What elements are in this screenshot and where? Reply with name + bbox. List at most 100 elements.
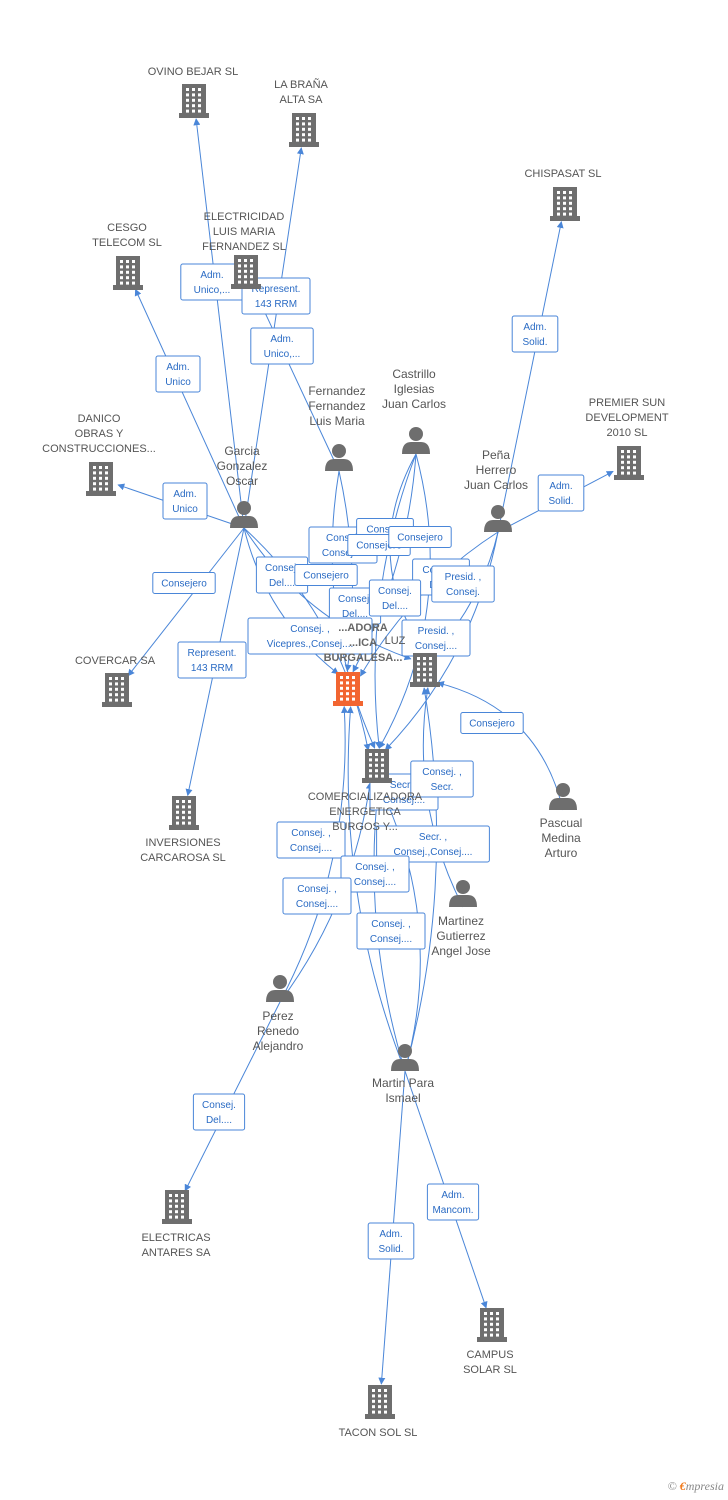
edge-label-text: Consej.... — [415, 641, 457, 652]
edge-label-garcia-danico[interactable]: Adm.Unico — [162, 482, 208, 520]
node-label-line: Pascual — [540, 816, 583, 830]
edge-label-e14[interactable]: Consej. ,Secr. — [410, 760, 474, 798]
edge-label-pascual-luz[interactable]: Consejero — [460, 712, 524, 734]
building-icon — [169, 796, 199, 830]
node-label-line: Martin Para — [372, 1076, 434, 1090]
building-icon — [162, 1190, 192, 1224]
edge-label-text: Consej.... — [290, 843, 332, 854]
company-node-covercar[interactable]: COVERCAR SA — [75, 655, 156, 707]
edge-label-fernandez-electricidad[interactable]: Adm.Unico,... — [250, 327, 314, 365]
company-node-luz[interactable]: LUZ — [385, 635, 440, 687]
node-label-line: Castrillo — [392, 367, 436, 381]
edge-label-garcia-ovino[interactable]: Adm. Unico,... — [180, 263, 244, 301]
edge-label-garcia-cesgo[interactable]: Adm. Unico — [155, 355, 201, 393]
edge-label-garcia-covercar[interactable]: Consejero — [152, 572, 216, 594]
edge-label-box — [431, 565, 495, 603]
edge-label-text: Adm. — [200, 270, 223, 281]
edge-label-e8[interactable]: Presid. ,Consej. — [431, 565, 495, 603]
building-icon — [102, 673, 132, 707]
edge-label-text: Unico,... — [194, 285, 231, 296]
edge-label-text: Secr. , — [419, 832, 447, 843]
edge-line-e11 — [243, 527, 412, 661]
edge-label-e18[interactable]: Consej. ,Consej.... — [282, 877, 352, 915]
node-label-line: Fernandez — [308, 384, 365, 398]
node-label-line: Alejandro — [253, 1039, 304, 1053]
edge-label-box — [276, 821, 346, 859]
edge-label-e10[interactable]: Consej. Del.... — [368, 579, 422, 617]
edge-label-box — [282, 877, 352, 915]
focus-company-node[interactable]: ...ADORA...ICABURGALESA... — [324, 622, 403, 706]
node-label-line: ...ICA — [349, 637, 377, 649]
node-label-line: Angel Jose — [431, 944, 491, 958]
company-node-chispasat[interactable]: CHISPASAT SL — [524, 168, 602, 221]
edge-label-pena-premier[interactable]: Adm.Solid. — [537, 474, 585, 512]
node-label-line: Ismael — [385, 1091, 420, 1105]
edge-label-e4[interactable]: Consejero — [388, 526, 452, 548]
footer-brand[interactable]: © €mpresia — [668, 1479, 724, 1494]
edge-label-box — [410, 760, 474, 798]
node-label-line: Medina — [541, 831, 581, 845]
edge-label-e19[interactable]: Consej. ,Consej.... — [356, 912, 426, 950]
edge-label-e6[interactable]: Consejero — [294, 564, 358, 586]
edge-label-martin-tacon[interactable]: Adm.Solid. — [367, 1222, 415, 1260]
node-label-line: ...ADORA — [338, 622, 388, 634]
node-label-line: Renedo — [257, 1024, 299, 1038]
node-label-line: SOLAR SL — [463, 1364, 517, 1376]
company-node-ovino[interactable]: OVINO BEJAR SL — [148, 66, 238, 118]
edge-label-text: Consejero — [161, 579, 207, 590]
edge-label-e15[interactable]: Secr. ,Consej.,Consej.... — [376, 825, 490, 863]
node-label-line: Gutierrez — [436, 929, 485, 943]
building-icon — [550, 187, 580, 221]
edge-label-e11[interactable]: Consej. ,Vicepres.,Consej.... — [247, 617, 373, 655]
edge-label-text: Unico — [165, 377, 191, 388]
edge-label-martin-campus[interactable]: Adm.Mancom. — [426, 1183, 480, 1221]
node-label-line: Luis Maria — [309, 414, 365, 428]
node-label-line: CONSTRUCCIONES... — [42, 443, 156, 455]
edge-label-e12[interactable]: Presid. ,Consej.... — [401, 619, 471, 657]
edge-line-e14 — [404, 687, 438, 1072]
edge-label-perez-electricas[interactable]: Consej.Del.... — [192, 1093, 246, 1131]
node-label-line: DANICO — [78, 413, 121, 425]
edge-label-box — [367, 1222, 415, 1260]
node-label-line: Arturo — [545, 846, 578, 860]
edge-label-pena-chispasat[interactable]: Adm.Solid. — [511, 315, 559, 353]
node-label-line: Gonzalez — [217, 459, 268, 473]
edge-label-box — [294, 564, 358, 586]
edge-label-text: Consej. , — [422, 767, 461, 778]
edge-label-box — [155, 355, 201, 393]
edge-label-text: Adm. — [270, 334, 293, 345]
node-label-line: COVERCAR SA — [75, 655, 156, 667]
company-node-tacon[interactable]: TACON SOL SL — [339, 1385, 418, 1439]
edge-label-text: Consej. — [378, 586, 412, 597]
edge-label-text: Del.... — [382, 601, 408, 612]
building-icon — [362, 749, 392, 783]
edge-label-text: Adm. — [523, 322, 546, 333]
edge-label-e16[interactable]: Consej. ,Consej.... — [276, 821, 346, 859]
person-icon — [266, 975, 294, 1002]
edge-label-box — [537, 474, 585, 512]
edge-label-garcia-inversiones[interactable]: Represent.143 RRM — [177, 641, 247, 679]
edge-line-garcia-covercar — [127, 527, 245, 677]
edge-label-text: Adm. — [166, 362, 189, 373]
edge-label-e17[interactable]: Consej. ,Consej.... — [340, 855, 410, 893]
node-label-line: LUIS MARIA — [213, 226, 276, 238]
node-label-line: Juan Carlos — [464, 478, 528, 492]
